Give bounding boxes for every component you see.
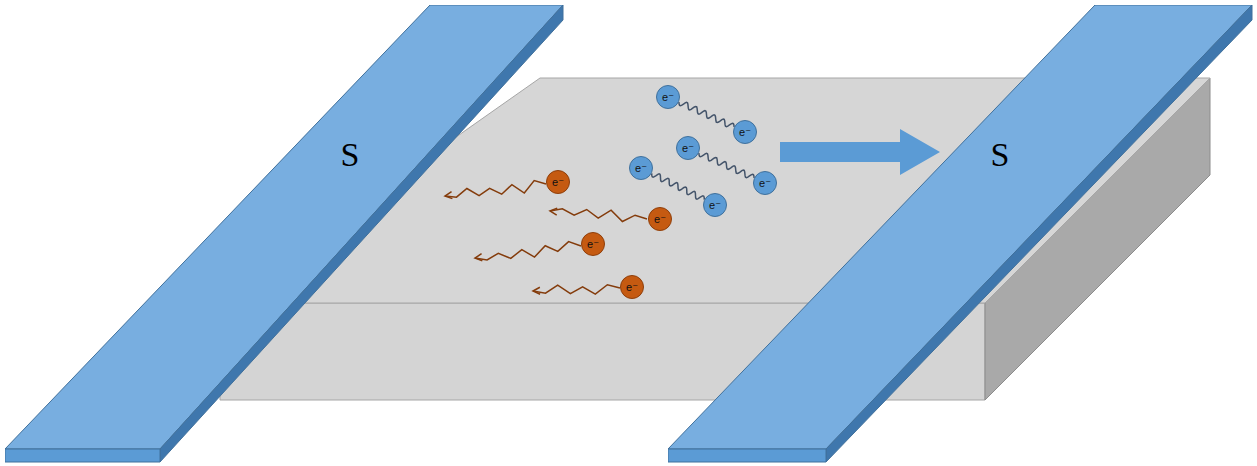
single-electron: e⁻	[648, 207, 672, 231]
trail-arrowhead	[533, 287, 540, 294]
paired-electron: e⁻	[629, 156, 653, 180]
electrode-label: S	[991, 138, 1010, 172]
paired-electron: e⁻	[656, 85, 680, 109]
cooper-pair-link	[652, 173, 705, 199]
paired-electron: e⁻	[703, 193, 727, 217]
wavy-line	[699, 153, 754, 178]
trail-arrowhead	[475, 254, 482, 261]
electron-label: e⁻	[635, 163, 647, 174]
electron-trail	[445, 181, 546, 198]
electron-trail	[475, 242, 581, 260]
electron-label: e⁻	[552, 177, 564, 188]
electron-label: e⁻	[587, 239, 599, 250]
electrode-face	[826, 5, 1252, 462]
paired-electron: e⁻	[753, 171, 777, 195]
cooper-pair-link	[679, 102, 734, 127]
electrode-face	[668, 5, 1252, 449]
electrode-face	[668, 449, 826, 462]
electron-label: e⁻	[682, 143, 694, 154]
superconductor-electrode: S	[5, 5, 565, 464]
wavy-line	[652, 173, 705, 199]
trail-arrowhead	[550, 208, 557, 215]
flow-arrow	[780, 129, 940, 175]
electrode-face	[160, 5, 563, 462]
electrode-face	[5, 5, 563, 449]
electrode-shape	[668, 5, 1255, 464]
electron-label: e⁻	[759, 178, 771, 189]
electron-label: e⁻	[626, 282, 638, 293]
paired-electron: e⁻	[676, 136, 700, 160]
trail-arrowhead	[445, 192, 452, 199]
single-electron: e⁻	[620, 275, 644, 299]
electrode-shape	[5, 5, 565, 464]
superconductor-electrode: S	[668, 5, 1255, 464]
electron-label: e⁻	[739, 127, 751, 138]
cooper-pair-link	[699, 153, 754, 178]
electron-label: e⁻	[709, 200, 721, 211]
wavy-line	[679, 102, 734, 127]
electrode-label: S	[341, 138, 360, 172]
electron-label: e⁻	[662, 92, 674, 103]
single-electron: e⁻	[546, 170, 570, 194]
electrode-face	[5, 449, 160, 462]
single-electron: e⁻	[581, 232, 605, 256]
electron-trail	[533, 285, 620, 295]
electron-label: e⁻	[654, 214, 666, 225]
electron-trails	[445, 181, 647, 295]
paired-electron: e⁻	[733, 120, 757, 144]
electron-trail	[550, 209, 647, 222]
